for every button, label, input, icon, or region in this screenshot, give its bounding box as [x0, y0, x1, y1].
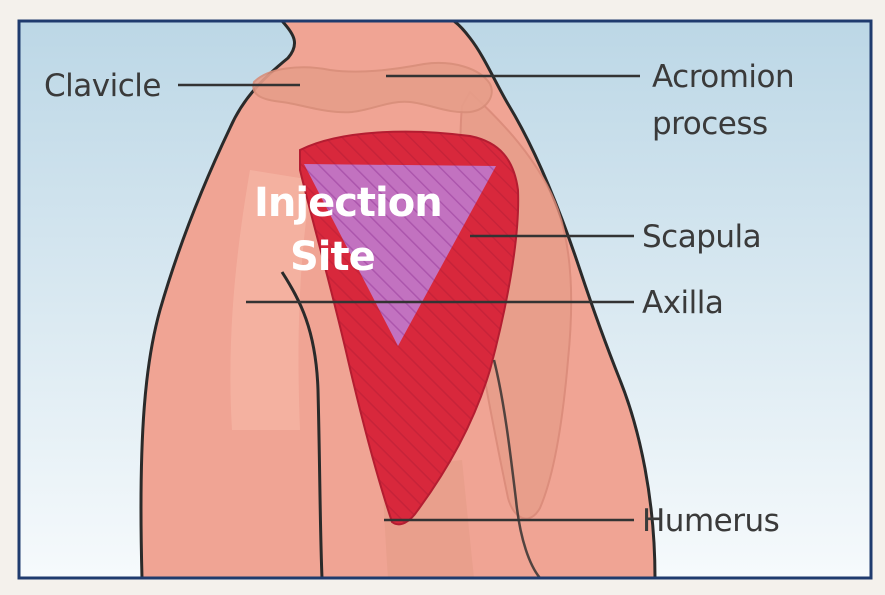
label-scapula: Scapula — [642, 219, 761, 255]
label-acromion-line1: Acromion — [652, 59, 794, 95]
label-humerus: Humerus — [642, 503, 779, 539]
label-axilla: Axilla — [642, 285, 723, 321]
label-clavicle: Clavicle — [44, 68, 161, 104]
injection-site-label-line2: Site — [290, 234, 375, 280]
label-acromion-line2: process — [652, 106, 768, 142]
injection-site-label-line1: Injection — [254, 180, 442, 226]
